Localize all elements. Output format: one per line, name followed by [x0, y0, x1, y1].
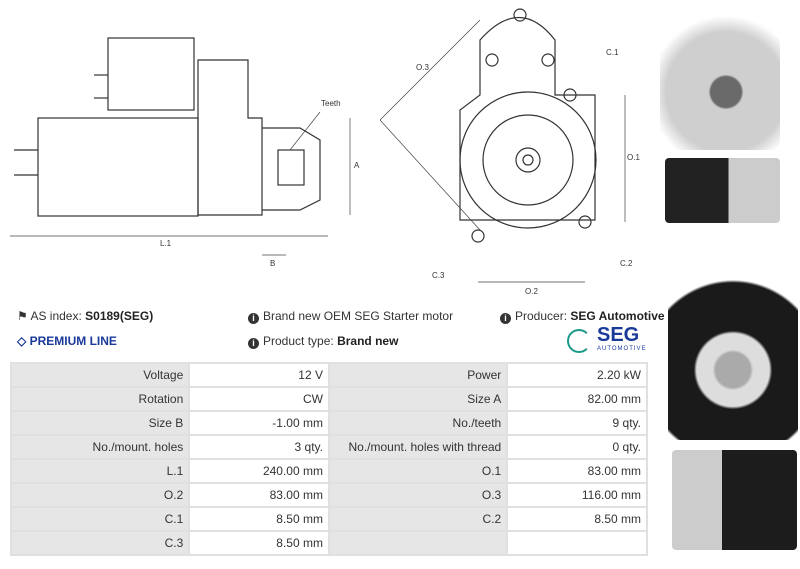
spec-label: L.1	[9, 458, 191, 484]
spec-value: 82.00 mm	[506, 386, 648, 412]
product-photo-front	[660, 5, 780, 150]
spec-value: 116.00 mm	[506, 482, 648, 508]
spec-label: O.3	[327, 482, 509, 508]
spec-label	[327, 530, 509, 556]
spec-label: No./mount. holes with thread	[327, 434, 509, 460]
spec-label: C.1	[9, 506, 191, 532]
spec-value: 8.50 mm	[506, 506, 648, 532]
spec-label: Voltage	[9, 362, 191, 388]
label-o2: O.2	[525, 287, 538, 296]
spec-label: Rotation	[9, 386, 191, 412]
label-teeth: Teeth	[321, 99, 341, 108]
product-photo-top	[672, 450, 797, 550]
as-index: ⚑ AS index: S0189(SEG)	[17, 309, 154, 323]
info-icon: i	[248, 313, 259, 324]
side-view	[14, 37, 321, 217]
spec-value: CW	[188, 386, 330, 412]
product-photo-side	[665, 158, 780, 223]
label-b: B	[270, 259, 275, 268]
spec-value: 9 qty.	[506, 410, 648, 436]
info-icon: i	[248, 338, 259, 349]
seg-logo: SEG AUTOMOTIVE	[567, 324, 649, 354]
spec-label: Size A	[327, 386, 509, 412]
label-o3: O.3	[416, 63, 429, 72]
spec-value: 8.50 mm	[188, 530, 330, 556]
spec-value: 8.50 mm	[188, 506, 330, 532]
spec-label: No./mount. holes	[9, 434, 191, 460]
technical-drawing: Teeth A B L.1 O.3 O.1 O.2 C.1 C.2 C.3	[10, 8, 640, 296]
spec-value: 2.20 kW	[506, 362, 648, 388]
label-l1: L.1	[160, 239, 172, 248]
label-c3: C.3	[432, 271, 445, 280]
spec-label: C.3	[9, 530, 191, 556]
front-view	[459, 8, 597, 243]
label-o1: O.1	[627, 153, 640, 162]
tag-icon: ⚑	[17, 309, 28, 323]
spec-label: Size B	[9, 410, 191, 436]
spec-value: 240.00 mm	[188, 458, 330, 484]
spec-label: O.1	[327, 458, 509, 484]
info-icon: i	[500, 313, 511, 324]
spec-value: 12 V	[188, 362, 330, 388]
spec-value: -1.00 mm	[188, 410, 330, 436]
spec-label: O.2	[9, 482, 191, 508]
label-c2: C.2	[620, 259, 633, 268]
label-c1: C.1	[606, 48, 619, 57]
premium-line: ◇ PREMIUM LINE	[17, 334, 117, 348]
spec-label: C.2	[327, 506, 509, 532]
spec-label: No./teeth	[327, 410, 509, 436]
spec-value: 83.00 mm	[188, 482, 330, 508]
spec-value: 83.00 mm	[506, 458, 648, 484]
diamond-icon: ◇	[17, 334, 27, 348]
label-a: A	[354, 161, 360, 170]
spec-value: 3 qty.	[188, 434, 330, 460]
spec-value	[506, 530, 648, 556]
spec-label: Power	[327, 362, 509, 388]
product-photo-rear	[668, 240, 798, 440]
spec-value: 0 qty.	[506, 434, 648, 460]
